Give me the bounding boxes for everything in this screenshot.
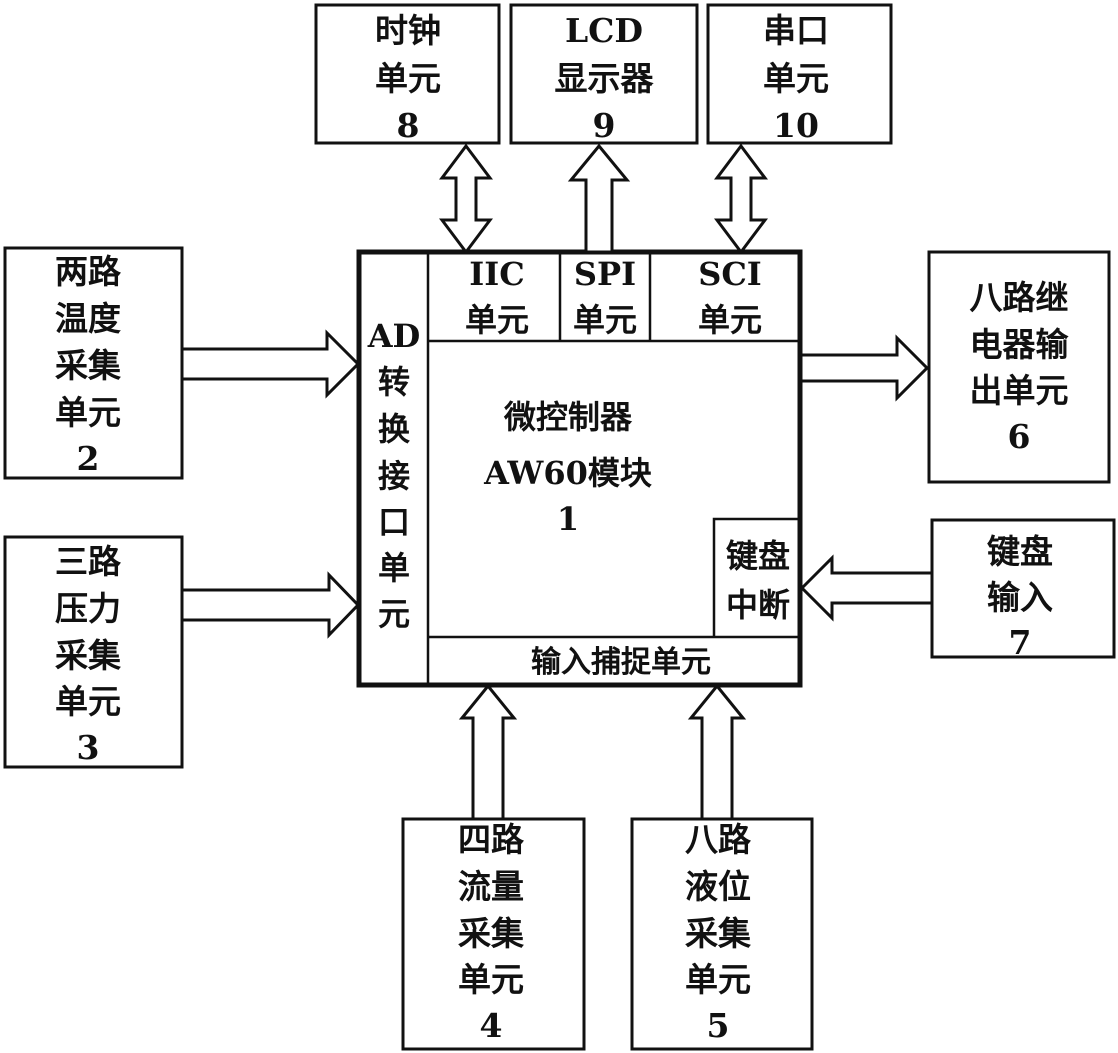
flow-acquisition-block: 四路 流量 采集 单元 4 bbox=[401, 817, 586, 1051]
level-to-capture-arrow bbox=[687, 683, 747, 821]
relay-output-block: 八路继 电器输 出单元 6 bbox=[927, 250, 1111, 484]
flow-acquisition-label-2: 流量 bbox=[458, 867, 524, 906]
temperature-acquisition-block: 两路 温度 采集 单元 2 bbox=[3, 246, 184, 480]
sci-serial-bidirectional-arrow bbox=[714, 143, 768, 255]
flow-acquisition-label-1: 四路 bbox=[458, 820, 525, 859]
pressure-acquisition-number: 3 bbox=[77, 728, 100, 767]
keyboard-to-interrupt-arrow bbox=[799, 554, 934, 622]
mcu-to-relay-arrow bbox=[799, 334, 930, 402]
keyboard-input-label-2: 输入 bbox=[987, 578, 1053, 617]
spi-to-lcd-arrow bbox=[567, 143, 631, 254]
pressure-acquisition-label-3: 采集 bbox=[55, 636, 121, 675]
mcu-title-line-1: 微控制器 bbox=[503, 398, 633, 436]
temperature-acquisition-label-1: 两路 bbox=[55, 252, 122, 291]
relay-output-label-2: 电器输 bbox=[970, 325, 1070, 364]
mcu-module: IIC 单元 SPI 单元 SCI 单元 AD 转 换 接 口 单 元 微控制器… bbox=[356, 249, 803, 688]
keyboard-interrupt-label-2: 中断 bbox=[726, 586, 790, 624]
ad-unit-label-3: 换 bbox=[378, 410, 410, 448]
temperature-acquisition-label-2: 温度 bbox=[55, 299, 121, 338]
temperature-acquisition-label-4: 单元 bbox=[55, 393, 121, 432]
keyboard-input-block: 键盘 输入 7 bbox=[930, 518, 1116, 662]
ad-unit-label-7: 元 bbox=[378, 595, 410, 633]
temperature-to-ad-arrow bbox=[180, 329, 361, 399]
pressure-acquisition-label-4: 单元 bbox=[55, 682, 121, 721]
spi-unit-label-1: SPI bbox=[574, 255, 636, 293]
iic-clock-bidirectional-arrow bbox=[439, 143, 493, 255]
pressure-acquisition-label-1: 三路 bbox=[55, 542, 122, 581]
level-acquisition-label-3: 采集 bbox=[685, 914, 751, 953]
ad-unit-label-5: 口 bbox=[378, 503, 410, 541]
keyboard-input-label-1: 键盘 bbox=[987, 532, 1053, 571]
clock-unit-label-2: 单元 bbox=[375, 59, 441, 98]
serial-port-unit-label-2: 单元 bbox=[763, 59, 829, 98]
input-capture-label: 输入捕捉单元 bbox=[531, 645, 711, 680]
pressure-acquisition-block: 三路 压力 采集 单元 3 bbox=[3, 535, 184, 769]
kbi-cell-outline bbox=[712, 517, 800, 637]
flow-acquisition-label-4: 单元 bbox=[458, 960, 524, 999]
spi-unit-label-2: 单元 bbox=[573, 301, 637, 339]
clock-unit-label-1: 时钟 bbox=[375, 11, 441, 50]
serial-port-unit-label-1: 串口 bbox=[763, 11, 829, 50]
clock-unit-number: 8 bbox=[397, 106, 420, 145]
mcu-outline bbox=[356, 249, 803, 688]
pressure-to-ad-arrow bbox=[180, 571, 361, 639]
lcd-display-label-1: LCD bbox=[565, 11, 643, 50]
temperature-acquisition-number: 2 bbox=[77, 439, 100, 478]
temperature-acquisition-label-3: 采集 bbox=[55, 346, 121, 385]
keyboard-interrupt-label-1: 键盘 bbox=[726, 537, 790, 575]
keyboard-input-number: 7 bbox=[1009, 623, 1032, 662]
ad-unit-label-1: AD bbox=[367, 317, 421, 355]
relay-output-label-3: 出单元 bbox=[970, 371, 1069, 410]
relay-output-number: 6 bbox=[1008, 417, 1031, 456]
level-acquisition-label-2: 液位 bbox=[685, 867, 751, 906]
level-acquisition-block: 八路 液位 采集 单元 5 bbox=[630, 817, 814, 1051]
clock-unit-block: 时钟 单元 8 bbox=[314, 3, 501, 145]
iic-unit-label-2: 单元 bbox=[465, 301, 529, 339]
lcd-display-block: LCD 显示器 9 bbox=[509, 3, 699, 145]
ad-unit-label-2: 转 bbox=[378, 363, 410, 401]
iic-unit-label-1: IIC bbox=[469, 255, 524, 293]
lcd-display-label-2: 显示器 bbox=[555, 59, 655, 98]
ad-unit-label-4: 接 bbox=[378, 457, 410, 495]
sci-unit-label-2: 单元 bbox=[698, 301, 762, 339]
mcu-title-line-2: AW60模块 bbox=[483, 454, 652, 492]
lcd-display-number: 9 bbox=[593, 106, 616, 145]
flow-acquisition-label-3: 采集 bbox=[458, 914, 524, 953]
level-acquisition-label-4: 单元 bbox=[685, 960, 751, 999]
ad-unit-label-6: 单 bbox=[378, 549, 410, 587]
flow-acquisition-number: 4 bbox=[480, 1006, 503, 1045]
serial-port-unit-block: 串口 单元 10 bbox=[706, 3, 893, 145]
level-acquisition-number: 5 bbox=[707, 1006, 730, 1045]
flow-to-capture-arrow bbox=[458, 683, 518, 821]
pressure-acquisition-label-2: 压力 bbox=[55, 589, 121, 628]
level-acquisition-label-1: 八路 bbox=[685, 820, 752, 859]
sci-unit-label-1: SCI bbox=[698, 255, 762, 293]
relay-output-label-1: 八路继 bbox=[970, 278, 1069, 317]
mcu-number: 1 bbox=[557, 500, 579, 538]
serial-port-unit-number: 10 bbox=[773, 106, 819, 145]
